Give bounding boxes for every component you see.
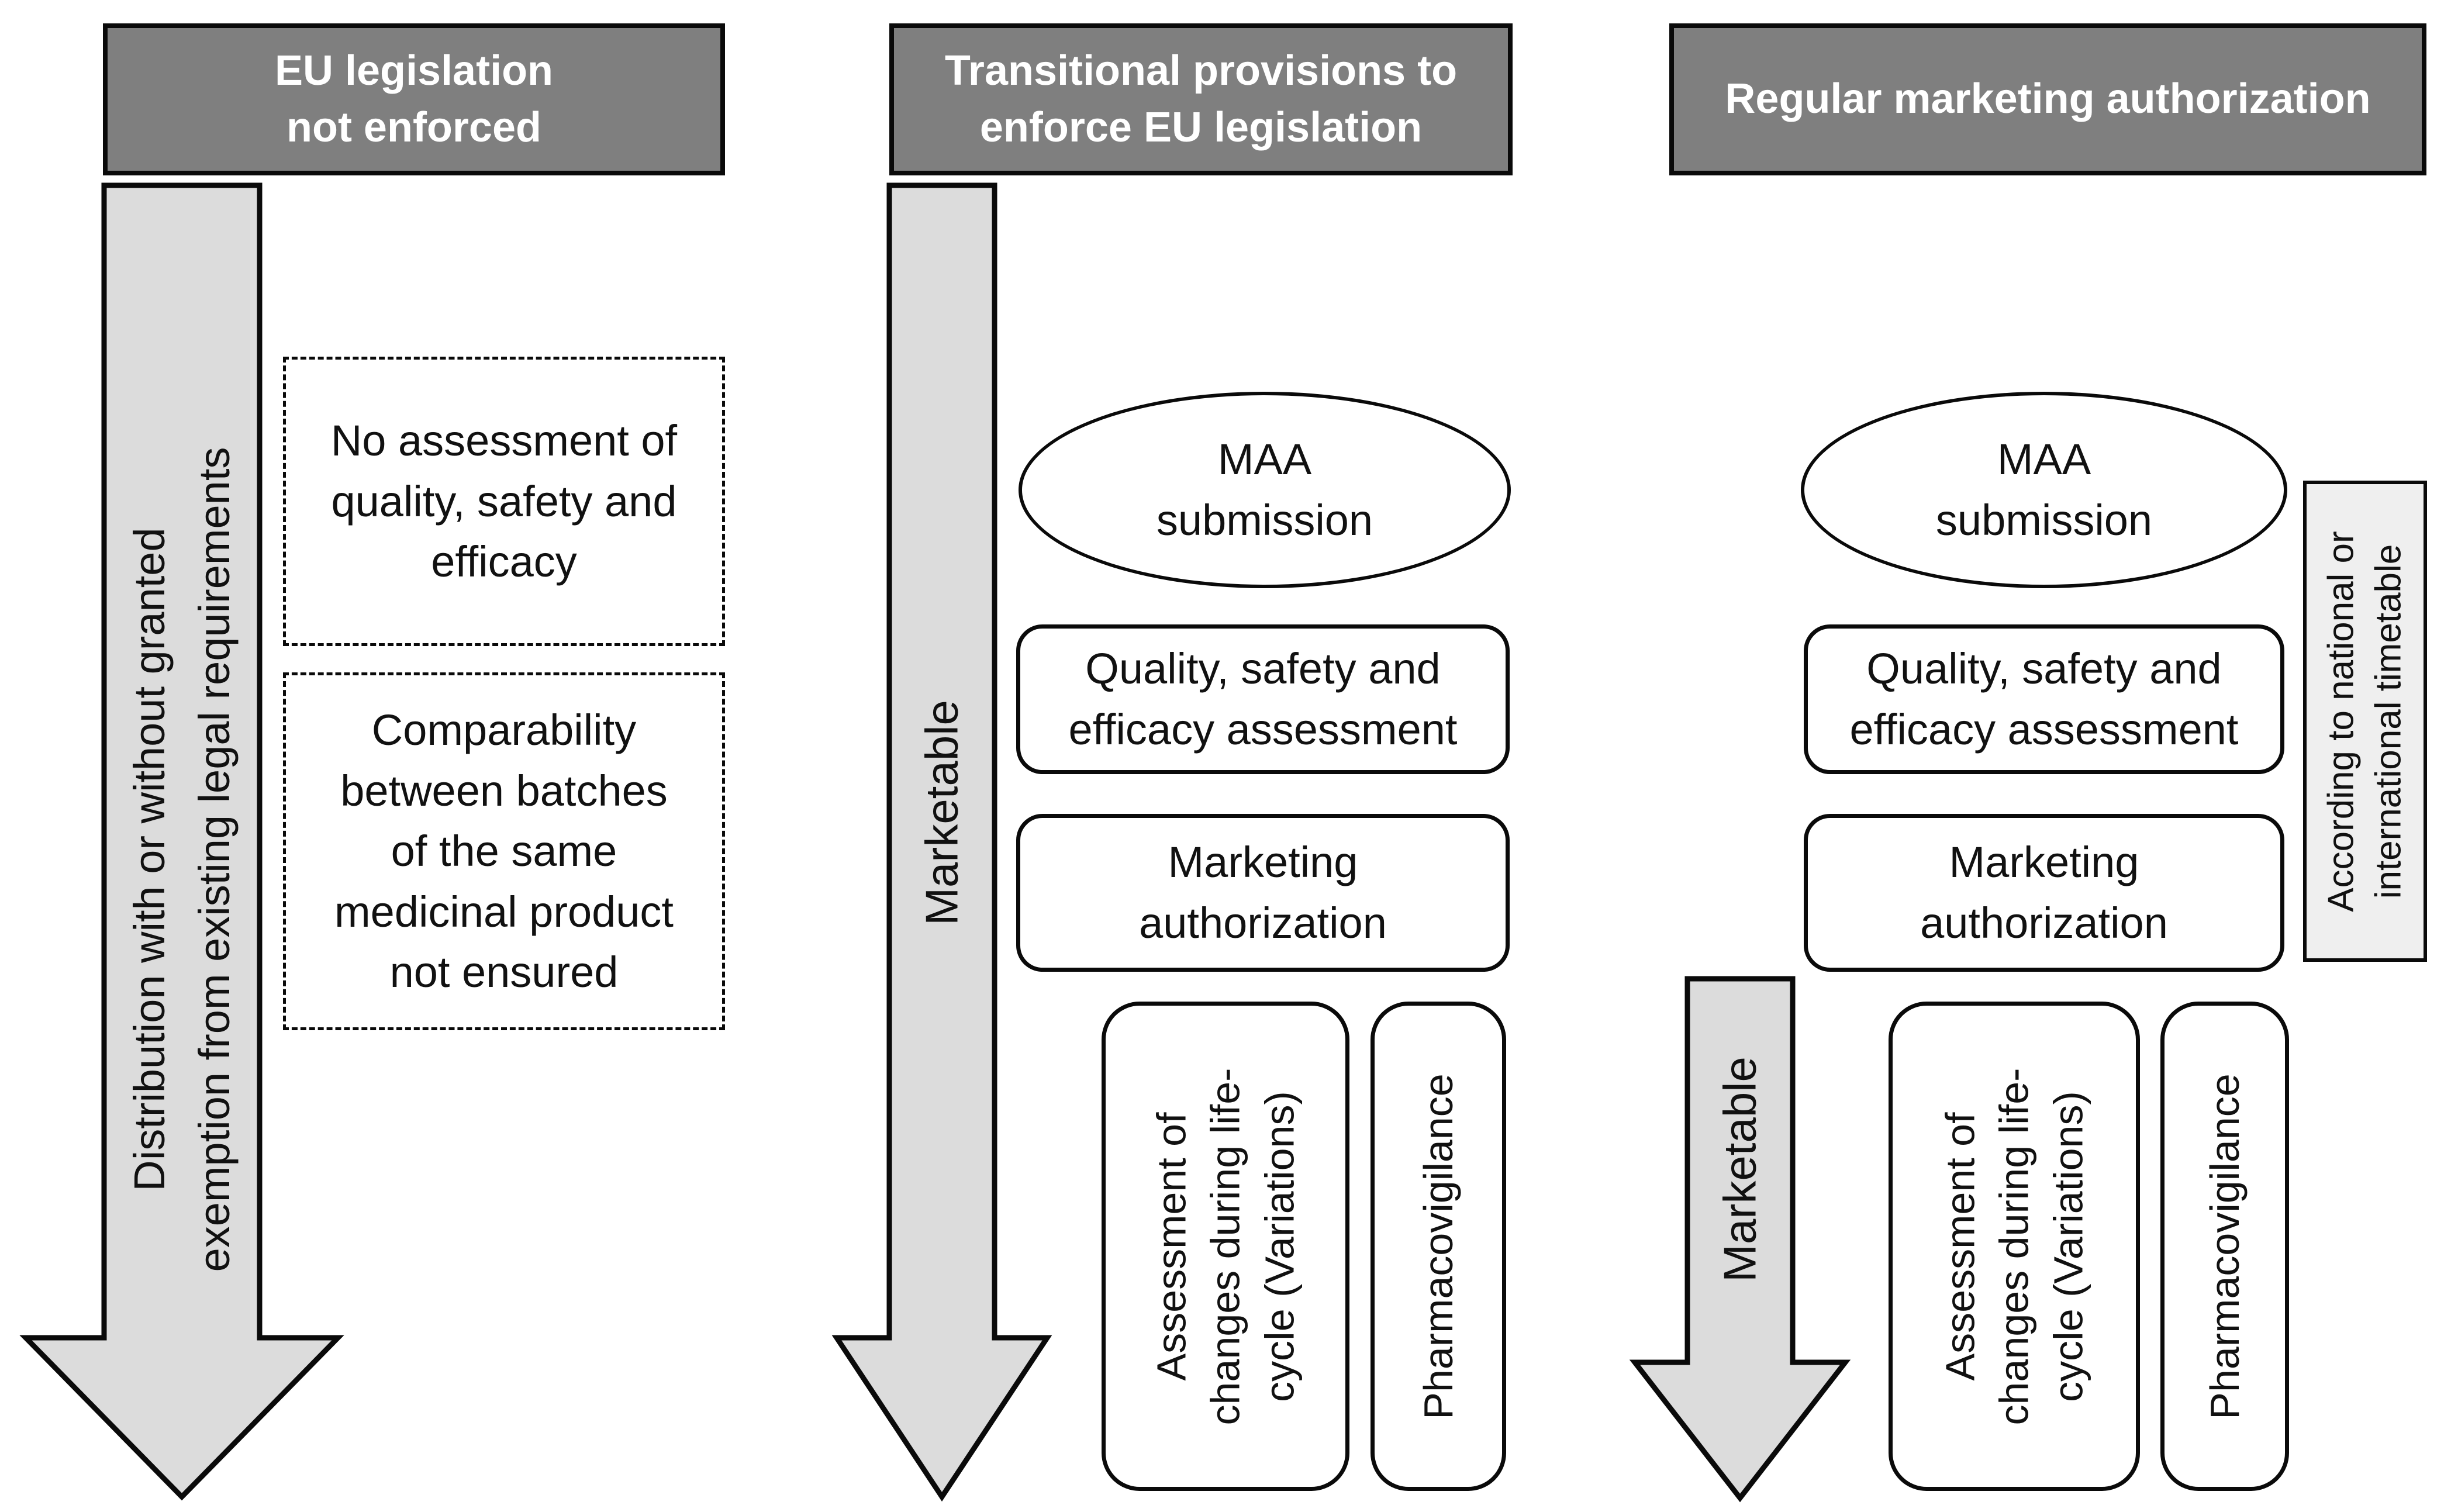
column3-flow-arrow — [1629, 976, 1851, 1503]
column3-lifecycle-box: Assessment of changes during life- cycle… — [1889, 1002, 2140, 1491]
timetable-note-label: According to national or international t… — [2321, 530, 2408, 912]
column2-quality-assessment-box: Quality, safety and efficacy assessment — [1016, 624, 1510, 774]
column3-pharmacovigilance-label: Pharmacovigilance — [2201, 1073, 2248, 1420]
column1-arrow-label: Distribution with or without granted exe… — [125, 447, 239, 1272]
column2-pharmacovigilance-box: Pharmacovigilance — [1371, 1002, 1506, 1491]
column2-marketing-authorization-box: Marketing authorization — [1016, 814, 1510, 972]
column3-maa-submission-ellipse: MAA submission — [1801, 392, 2287, 588]
column3-marketing-authorization-box: Marketing authorization — [1804, 814, 2284, 972]
comparability-note: Comparability between batches of the sam… — [283, 672, 725, 1030]
column1-header: EU legislation not enforced — [103, 23, 725, 175]
column2-flow-arrow — [831, 182, 1052, 1502]
column2-header: Transitional provisions to enforce EU le… — [889, 23, 1513, 175]
column2-lifecycle-label: Assessment of changes during life- cycle… — [1148, 1068, 1303, 1425]
no-assessment-note: No assessment of quality, safety and eff… — [283, 357, 725, 646]
column3-header: Regular marketing authorization — [1669, 23, 2426, 175]
column1-flow-arrow — [19, 182, 344, 1501]
column3-lifecycle-label: Assessment of changes during life- cycle… — [1937, 1068, 2091, 1425]
column2-pharmacovigilance-label: Pharmacovigilance — [1415, 1073, 1461, 1420]
column2-maa-submission-ellipse: MAA submission — [1019, 392, 1511, 588]
column2-lifecycle-box: Assessment of changes during life- cycle… — [1102, 1002, 1349, 1491]
column2-marketable-label: Marketable — [916, 700, 968, 926]
column3-quality-assessment-box: Quality, safety and efficacy assessment — [1804, 624, 2284, 774]
column3-pharmacovigilance-box: Pharmacovigilance — [2160, 1002, 2289, 1491]
column3-marketable-label: Marketable — [1714, 1057, 1766, 1282]
timetable-note: According to national or international t… — [2303, 481, 2427, 962]
